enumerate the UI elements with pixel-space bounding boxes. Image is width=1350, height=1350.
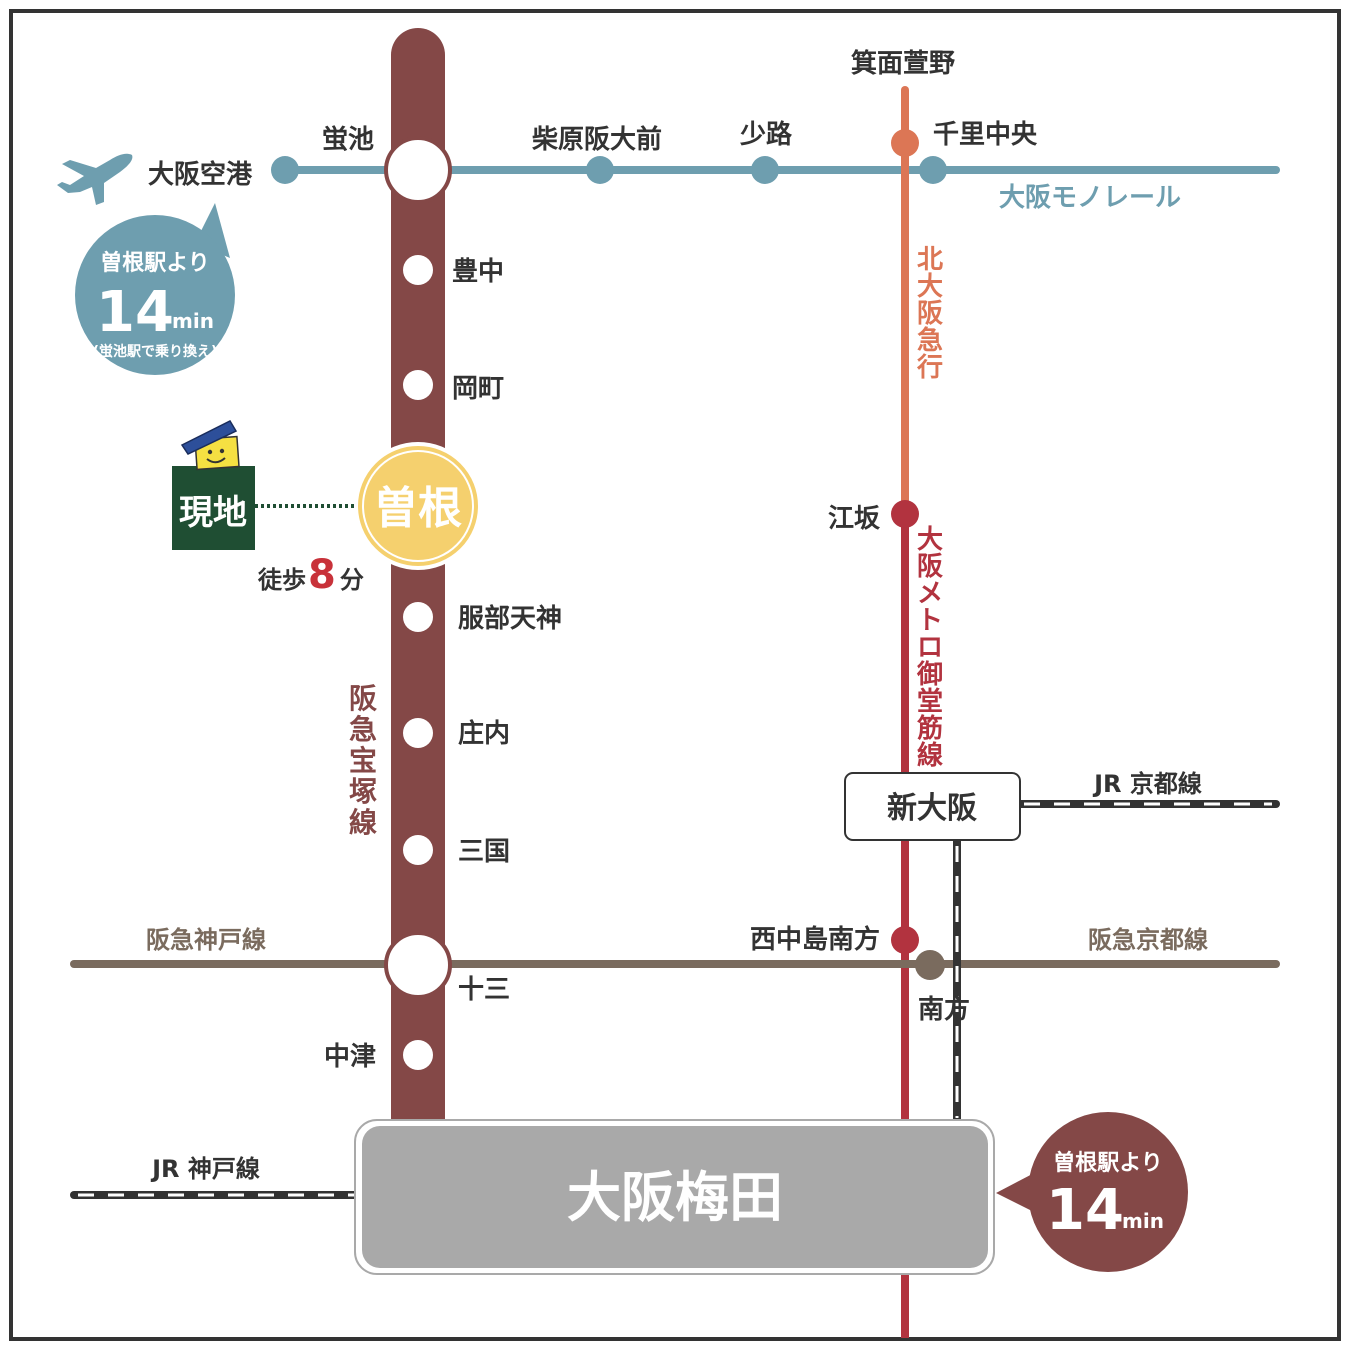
label-toyonaka: 豊中: [452, 257, 504, 287]
umeda-bubble-from: 曽根駅より: [1053, 1150, 1163, 1176]
airport-bubble-minutes: 14: [96, 280, 174, 345]
label-hankyu-kyoto-line: 阪急京都線: [1088, 926, 1208, 954]
label-hankyu-kobe-line: 阪急神戸線: [146, 926, 266, 954]
site-label: 現地: [179, 493, 247, 533]
umeda-station-box[interactable]: 大阪梅田: [354, 1119, 995, 1275]
station-marker-shonai[interactable]: [403, 718, 433, 748]
label-esaka: 江坂: [828, 504, 881, 534]
station-marker-hattori-tenjin[interactable]: [403, 602, 433, 632]
station-marker-toyonaka[interactable]: [403, 255, 433, 285]
umeda-time-bubble: 曽根駅より 14 min: [996, 1112, 1188, 1272]
label-mikuni: 三国: [458, 837, 510, 867]
station-marker-nakatsu[interactable]: [403, 1040, 433, 1070]
station-marker-minamikata[interactable]: [915, 950, 945, 980]
label-jr-kobe-line: JR 神戸線: [150, 1155, 260, 1183]
label-monorail-line: 大阪モノレール: [999, 183, 1181, 213]
mascot-icon: [180, 420, 240, 471]
label-minamikata: 南方: [918, 994, 970, 1025]
station-marker-mikuni[interactable]: [403, 835, 433, 865]
umeda-bubble-minutes: 14: [1046, 1178, 1124, 1243]
station-marker-hotarugaike[interactable]: [384, 136, 452, 204]
label-nakatsu: 中津: [324, 1042, 376, 1072]
station-marker-juso[interactable]: [384, 931, 452, 999]
sone-station[interactable]: 曽根: [354, 442, 482, 570]
station-marker-nishinakajima[interactable]: [891, 926, 919, 954]
umeda-label: 大阪梅田: [567, 1166, 783, 1229]
label-hankyu-takarazuka-line: 阪急宝塚線: [349, 682, 377, 839]
airport-bubble-unit: min: [172, 309, 214, 333]
label-jr-kyoto-line: JR 京都線: [1092, 770, 1202, 798]
airplane-icon: [57, 153, 133, 205]
umeda-bubble-unit: min: [1122, 1209, 1164, 1233]
shin-osaka-station-box[interactable]: 新大阪: [844, 772, 1021, 841]
label-midosuji-line: 大阪メトロ御堂筋線: [916, 525, 943, 771]
station-marker-osaka-airport[interactable]: [271, 156, 299, 184]
label-kita-osaka-kyuko-line: 北大阪急行: [916, 245, 943, 383]
label-osaka-airport: 大阪空港: [148, 159, 253, 190]
label-minoh-kayano: 箕面萱野: [851, 48, 955, 79]
label-shonai: 庄内: [458, 718, 510, 749]
site-box[interactable]: 現地: [172, 466, 255, 550]
label-okamachi: 岡町: [452, 374, 504, 404]
label-juso: 十三: [458, 975, 510, 1005]
label-nishinakajima: 西中島南方: [750, 924, 880, 955]
label-hotarugaike: 蛍池: [322, 125, 374, 155]
station-marker-senri-chuo[interactable]: [891, 129, 919, 157]
shin-osaka-label: 新大阪: [887, 791, 977, 826]
airport-bubble-note: (蛍池駅で乗り換え): [93, 343, 218, 360]
airport-time-bubble: 曽根駅より 14 min (蛍池駅で乗り換え): [75, 203, 235, 375]
label-hattori-tenjin: 服部天神: [458, 604, 562, 634]
label-senri-chuo: 千里中央: [933, 120, 1038, 150]
station-marker-shibahara[interactable]: [586, 156, 614, 184]
station-marker-senri-chuo-monorail[interactable]: [919, 156, 947, 184]
station-marker-shoji[interactable]: [751, 156, 779, 184]
station-marker-esaka[interactable]: [891, 500, 919, 528]
sone-label: 曽根: [374, 483, 462, 534]
station-marker-okamachi[interactable]: [403, 370, 433, 400]
label-shibahara: 柴原阪大前: [531, 124, 662, 155]
label-shoji: 少路: [739, 119, 793, 150]
airport-bubble-from: 曽根駅より: [100, 250, 210, 276]
